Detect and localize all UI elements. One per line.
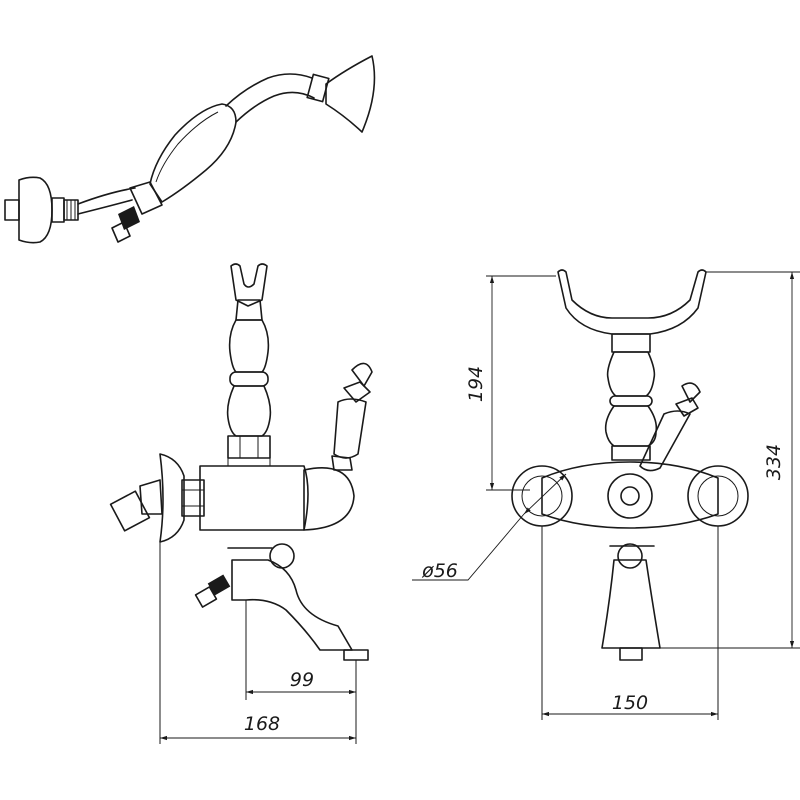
holder-nipple: [111, 221, 131, 243]
mixer-front-view: [511, 269, 749, 661]
holder-washer: [118, 206, 140, 230]
lever-handle: [333, 398, 367, 459]
hand-shower-handle: [149, 103, 237, 203]
hand-shower-inlet: [4, 199, 20, 221]
spout-nipple: [194, 586, 218, 608]
front-center-dot: [620, 486, 640, 506]
lever-base: [331, 455, 353, 471]
front-mixer-body: [541, 461, 719, 529]
wall-rosette: [159, 453, 185, 543]
lever-knob: [351, 362, 373, 387]
dim-168-label: 168: [244, 713, 280, 735]
dimension-lines: [159, 271, 800, 744]
front-spout-aerator: [619, 647, 643, 661]
eccentric-connector: [139, 479, 163, 515]
mixer-body: [199, 465, 309, 531]
front-middle-ring: [609, 395, 653, 407]
dim-99-label: 99: [290, 669, 314, 691]
spout-washer: [207, 574, 231, 596]
diverter-nut: [227, 435, 271, 459]
dim-56-label: ø56: [421, 560, 458, 582]
dim-194-label: 194: [465, 366, 487, 402]
shower-head: [325, 55, 376, 133]
right-handle-cap: [303, 467, 355, 531]
mixer-side-view: [109, 263, 373, 661]
front-holder-stem: [611, 333, 651, 353]
hand-shower-neck: [225, 73, 313, 107]
front-center-cap: [607, 473, 653, 519]
holder-stem: [235, 299, 263, 321]
lower-barrel: [226, 385, 272, 437]
middle-ring: [229, 371, 269, 387]
front-lever-handle: [639, 410, 691, 472]
upper-barrel: [228, 319, 270, 373]
spout-aerator: [343, 649, 369, 661]
dim-334-label: 334: [763, 444, 785, 480]
front-upper-barrel: [606, 351, 656, 397]
bath-spout: [231, 559, 353, 651]
front-diverter-nut: [611, 445, 651, 461]
hand-shower-flange: [18, 176, 53, 244]
hand-shower-view: [4, 55, 376, 244]
dim-56-leader: [412, 513, 525, 581]
dim-56-arrow: [523, 473, 567, 515]
shower-holder-fork: [230, 263, 268, 307]
front-shower-holder: [557, 269, 707, 335]
lever-collar: [343, 381, 371, 403]
hose-connector: [51, 197, 65, 223]
eccentric-nut: [181, 479, 205, 517]
holder-clamp: [129, 181, 163, 215]
eccentric-fitting: [109, 490, 151, 532]
front-lower-barrel: [604, 405, 658, 447]
front-bath-spout: [601, 559, 661, 649]
dim-150-label: 150: [612, 692, 648, 714]
front-lever-knob: [681, 382, 701, 403]
diverter-knob: [269, 543, 295, 569]
front-diverter-knob: [617, 543, 643, 569]
